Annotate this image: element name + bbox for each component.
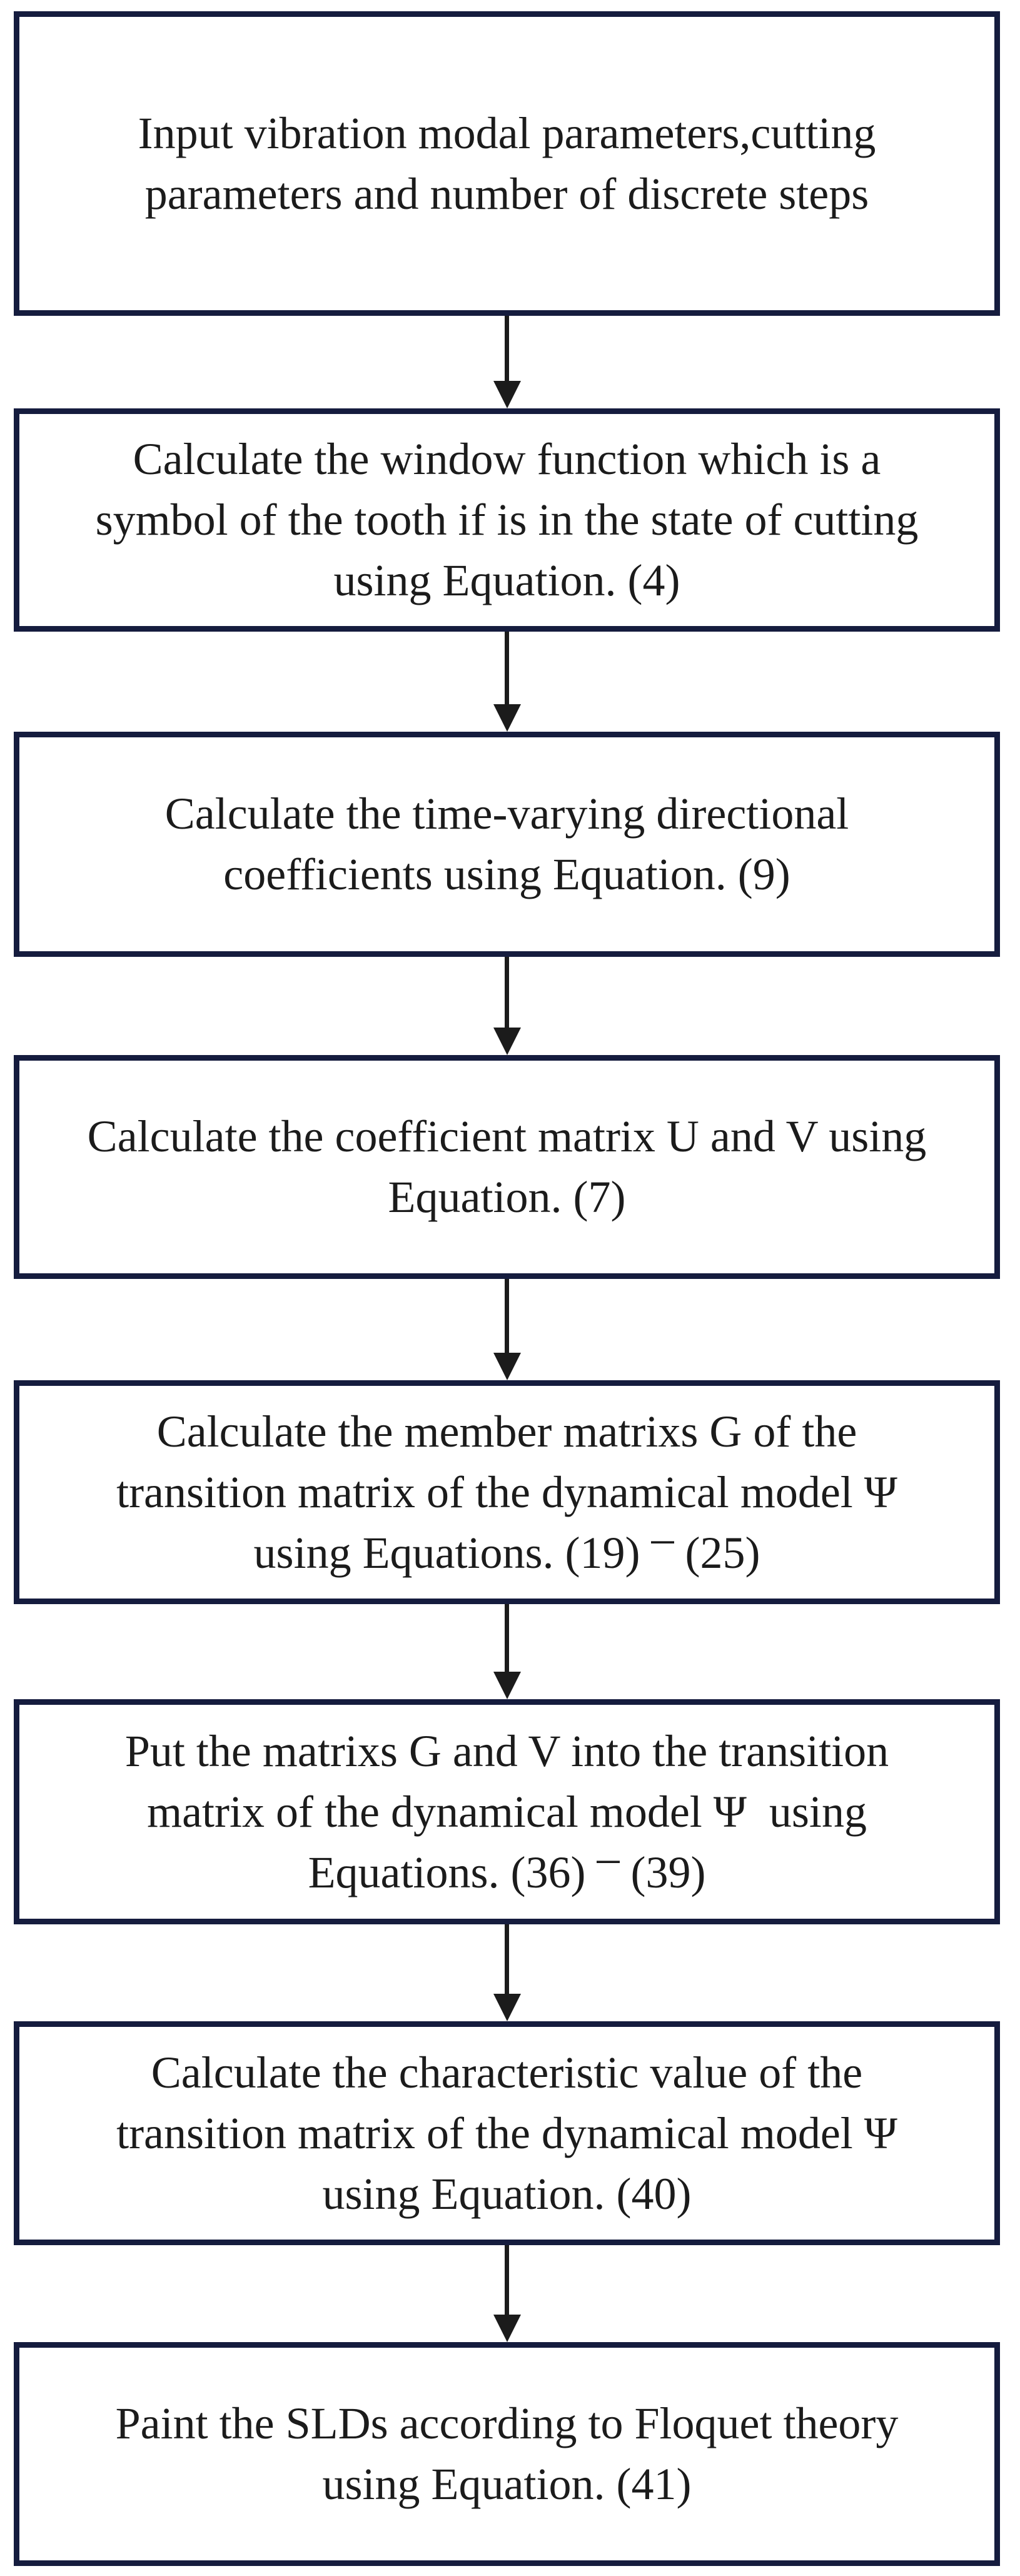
step-6-text-line-2: matrix of the dynamical model Ψ using [147,1786,867,1837]
arrow-stem [505,1924,509,1994]
connector-arrow-2 [14,632,1000,732]
step-5-text-line-2: transition matrix of the dynamical model… [116,1467,897,1517]
flow-step-2-box: Calculate the window function which is a… [14,408,1000,632]
step-4-text-line-1: Calculate the coefficient matrix U and V… [87,1111,927,1161]
step-6-text-line-3: Equations. (36) – (39) [308,1832,706,1897]
arrowhead-down-icon [493,1994,521,2021]
flow-step-8-box: Paint the SLDs according to Floquet theo… [14,2342,1000,2566]
arrowhead-down-icon [493,704,521,732]
step-1-text-line-1: Input vibration modal parameters,cutting [138,108,876,158]
step-3-text-line-2: coefficients using Equation. (9) [223,849,790,899]
equation-range-suffix: (25) [674,1527,760,1578]
step-8-text-line-2: using Equation. (41) [322,2459,692,2509]
step-3-text-line-1: Calculate the time-varying directional [164,789,849,839]
equation-range-prefix: using Equations. (19) [253,1527,652,1578]
arrow-stem [505,957,509,1028]
connector-arrow-1 [14,316,1000,408]
arrowhead-down-icon [493,381,521,408]
arrow-stem [505,1279,509,1353]
step-7-text-line-3: using Equation. (40) [322,2168,692,2219]
arrow-stem [505,316,509,381]
step-2-text-line-2: symbol of the tooth if is in the state o… [95,495,919,545]
flow-step-5-box: Calculate the member matrixs G of the tr… [14,1380,1000,1604]
connector-arrow-7 [14,2245,1000,2342]
step-5-text-line-3: using Equations. (19) – (25) [253,1513,760,1578]
arrowhead-down-icon [493,2315,521,2342]
step-7-text-line-2: transition matrix of the dynamical model… [116,2108,897,2158]
connector-arrow-5 [14,1604,1000,1699]
step-8-text-line-1: Paint the SLDs according to Floquet theo… [115,2398,899,2448]
flow-step-3-box: Calculate the time-varying directional c… [14,732,1000,957]
connector-arrow-3 [14,957,1000,1055]
arrow-stem [505,1604,509,1672]
arrowhead-down-icon [493,1672,521,1699]
arrowhead-down-icon [493,1353,521,1380]
step-7-text-line-1: Calculate the characteristic value of th… [151,2047,863,2098]
step-2-text-line-1: Calculate the window function which is a [133,434,881,484]
equation-range-suffix: (39) [619,1847,706,1897]
flow-step-4-box: Calculate the coefficient matrix U and V… [14,1055,1000,1279]
equation-range-prefix: Equations. (36) [308,1847,597,1897]
arrowhead-down-icon [493,1028,521,1055]
flow-step-1-box: Input vibration modal parameters,cutting… [14,11,1000,316]
step-4-text-line-2: Equation. (7) [388,1172,626,1222]
connector-arrow-4 [14,1279,1000,1380]
step-6-text-line-1: Put the matrixs G and V into the transit… [124,1725,889,1776]
step-1-text-line-2: parameters and number of discrete steps [144,168,869,219]
step-2-text-line-3: using Equation. (4) [333,555,680,605]
step-5-text-line-1: Calculate the member matrixs G of the [156,1406,857,1457]
arrow-stem [505,2245,509,2315]
arrow-stem [505,632,509,704]
flow-step-6-box: Put the matrixs G and V into the transit… [14,1699,1000,1924]
connector-arrow-6 [14,1924,1000,2021]
flow-step-7-box: Calculate the characteristic value of th… [14,2021,1000,2245]
